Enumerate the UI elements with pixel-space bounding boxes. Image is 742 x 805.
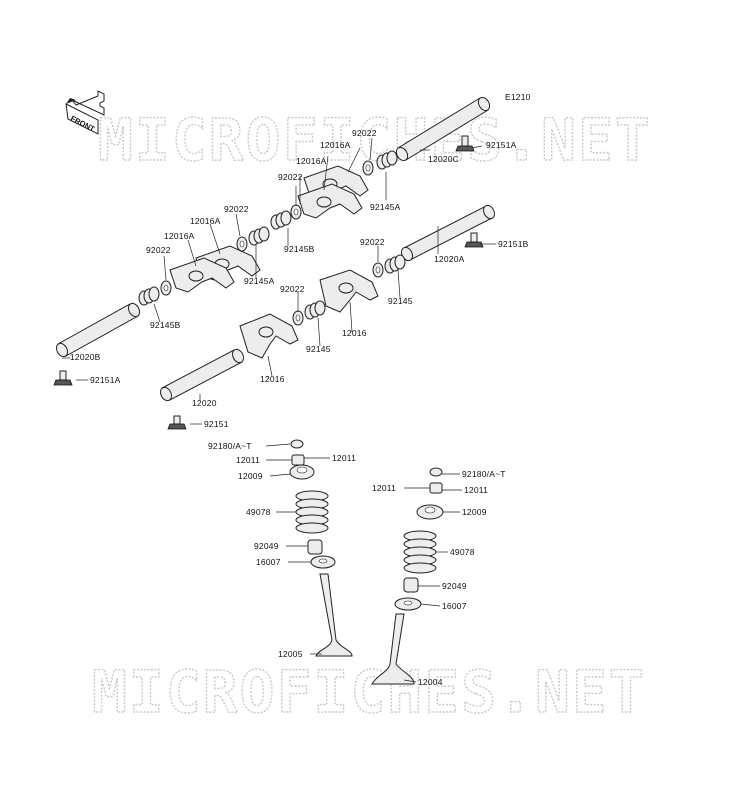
rocker-arm-12016-2 (239, 313, 299, 359)
label-12016a-a: 12016A (320, 140, 351, 150)
label-92180-right: 92180/A~T (462, 469, 506, 479)
retainer-12009-right (416, 504, 444, 520)
bolt-92151 (167, 415, 187, 430)
label-92151b: 92151B (498, 239, 529, 249)
label-12016-b: 12016 (260, 374, 285, 384)
label-12016a-c: 12016A (190, 216, 221, 226)
washer-92022-5 (372, 262, 384, 278)
label-92145-b: 92145 (306, 344, 331, 354)
label-92145a-a: 92145A (370, 202, 401, 212)
rocker-arm-12016-1 (319, 269, 379, 313)
spring-92145b-2 (138, 286, 160, 306)
spring-92145a-2 (248, 226, 270, 246)
label-92049-right: 92049 (442, 581, 467, 591)
watermark-top: MICROFICHES.NET (98, 106, 652, 174)
bolt-92151a-left (53, 370, 73, 386)
label-92145-a: 92145 (388, 296, 413, 306)
label-12016-a: 12016 (342, 328, 367, 338)
washer-92022-2 (290, 204, 302, 220)
watermark-bottom: MICROFICHES.NET (92, 658, 646, 726)
label-92022-c: 92022 (224, 204, 249, 214)
valve-spring-49078-left (295, 490, 329, 534)
washer-92022-3 (236, 236, 248, 252)
retainer-12009-left (289, 464, 315, 480)
spring-92145-1 (384, 254, 406, 274)
label-12011-right-a: 12011 (372, 483, 396, 493)
label-12016a-d: 12016A (164, 231, 195, 241)
rocker-arm-12016a-4 (169, 257, 235, 293)
label-12020b: 12020B (70, 352, 101, 362)
shim-92180-right (429, 467, 443, 477)
label-92145a-b: 92145A (244, 276, 275, 286)
rocker-shaft-12020 (159, 348, 245, 402)
label-92049-left: 92049 (254, 541, 279, 551)
washer-92022-6 (292, 310, 304, 326)
label-12011-left-b: 12011 (332, 453, 356, 463)
rocker-arm-12016a-2 (297, 183, 363, 219)
label-92022-b: 92022 (278, 172, 303, 182)
label-12005: 12005 (278, 649, 303, 659)
label-12004: 12004 (418, 677, 443, 687)
label-49078-right: 49078 (450, 547, 475, 557)
label-12020c: 12020C (428, 154, 459, 164)
collet-12011-right (429, 482, 443, 494)
spring-seat-16007-left (310, 555, 336, 569)
label-92151a-top: 92151A (486, 140, 517, 150)
label-92180-left: 92180/A~T (208, 441, 252, 451)
washer-92022-1 (362, 160, 374, 176)
spring-92145a-1 (376, 150, 398, 170)
label-12009-left: 12009 (238, 471, 263, 481)
rocker-shaft-12020c (395, 96, 491, 162)
label-49078-left: 49078 (246, 507, 271, 517)
spring-92145b-1 (270, 210, 292, 230)
rocker-shaft-12020b (55, 302, 141, 358)
label-12016a-b: 12016A (296, 156, 327, 166)
label-92145b-a: 92145B (284, 244, 315, 254)
label-92022-e: 92022 (360, 237, 385, 247)
collet-12011-left (291, 454, 305, 466)
valve-seal-92049-left (307, 539, 323, 555)
label-12011-right-b: 12011 (464, 485, 488, 495)
front-arrow-icon: FRONT (65, 90, 105, 135)
label-16007-left: 16007 (256, 557, 281, 567)
label-92151: 92151 (204, 419, 229, 429)
label-12009-right: 12009 (462, 507, 487, 517)
spring-seat-16007-right (394, 597, 422, 611)
bolt-92151b (464, 232, 484, 248)
label-12020a: 12020A (434, 254, 465, 264)
valve-seal-92049-right (403, 577, 419, 593)
shim-92180-left (290, 439, 304, 449)
label-92151a-left: 92151A (90, 375, 121, 385)
intake-valve-12004 (371, 613, 415, 685)
exhaust-valve-12005 (315, 573, 353, 657)
label-92022-d: 92022 (146, 245, 171, 255)
label-16007-right: 16007 (442, 601, 467, 611)
washer-92022-4 (160, 280, 172, 296)
label-12011-left-a: 12011 (236, 455, 260, 465)
spring-92145-2 (304, 300, 326, 320)
label-92022-a: 92022 (352, 128, 377, 138)
label-92022-f: 92022 (280, 284, 305, 294)
label-92145b-b: 92145B (150, 320, 181, 330)
label-12020: 12020 (192, 398, 217, 408)
valve-spring-49078-right (403, 530, 437, 574)
bolt-92151a-top (455, 135, 475, 152)
diagram-code: E1210 (505, 92, 531, 102)
